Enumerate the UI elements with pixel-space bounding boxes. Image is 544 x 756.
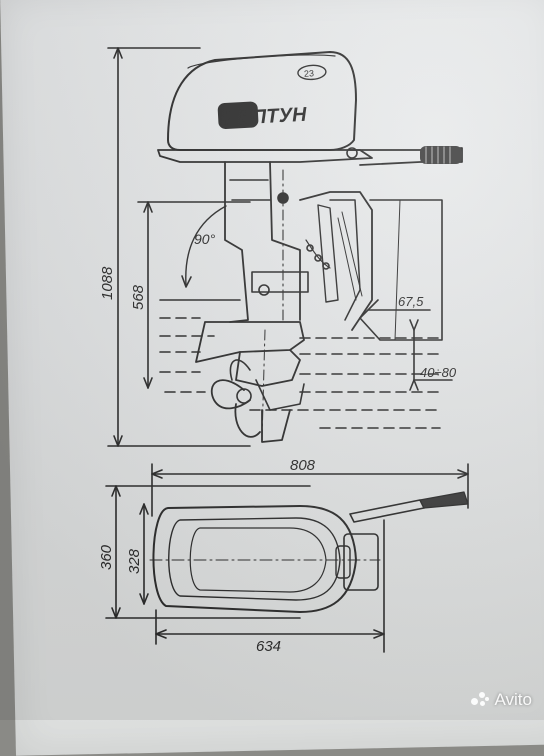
logo-text: НЕПТУН <box>224 104 308 130</box>
dim-depth-range: 40÷80 <box>420 365 457 380</box>
tiller-grip <box>420 146 462 164</box>
dim-hood-width: 328 <box>126 548 143 574</box>
dim-overall-length: 808 <box>290 457 316 474</box>
dim-overall-width: 360 <box>98 544 115 570</box>
dim-trim-offset: 67,5 <box>398 294 424 309</box>
avito-watermark-text: Avito <box>494 690 533 709</box>
dim-total-height: 1088 <box>99 266 116 300</box>
propeller <box>210 379 251 410</box>
neptun-logo: НЕПТУН 23 <box>217 64 327 130</box>
tilt-angle-arc <box>185 205 227 286</box>
outboard-motor-drawing: НЕПТУН 23 1088 568 90° 67,5 40÷80 808 36… <box>98 47 469 655</box>
dim-tilt-angle: 90° <box>194 231 216 247</box>
logo-badge: 23 <box>304 68 315 79</box>
avito-dots-icon <box>470 692 489 708</box>
dim-hood-length: 634 <box>256 638 281 655</box>
engine-cowling <box>167 51 357 151</box>
dim-transom-height: 568 <box>130 284 147 310</box>
hood-top-view <box>152 505 357 613</box>
avito-watermark: Avito <box>470 690 533 710</box>
